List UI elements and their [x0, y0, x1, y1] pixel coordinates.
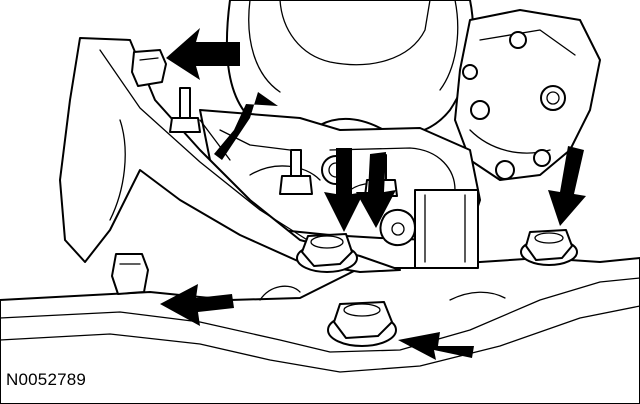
- lower-casting: [0, 257, 640, 404]
- arrow-icon: [166, 28, 240, 80]
- arrow-icon: [398, 332, 474, 360]
- bolt-bottom-center: [327, 301, 397, 347]
- arrow-icon: [548, 146, 586, 226]
- arrow-icon: [214, 92, 278, 160]
- figure-id-label: N0052789: [6, 370, 87, 389]
- transmission-housing: [225, 0, 475, 136]
- bolt-left-lower: [111, 253, 149, 295]
- bolt-center: [296, 233, 358, 273]
- extension-housing: [454, 9, 601, 181]
- arrow-icon: [356, 152, 396, 228]
- arrow-icon: [324, 148, 364, 232]
- transmission-mount: [379, 189, 479, 269]
- bolt-right: [520, 229, 578, 266]
- arrow-icon: [160, 284, 234, 326]
- stud-left: [169, 87, 201, 133]
- bolt-top-left: [131, 49, 167, 87]
- stud-center-left: [279, 149, 313, 195]
- callout-arrows: [160, 28, 586, 360]
